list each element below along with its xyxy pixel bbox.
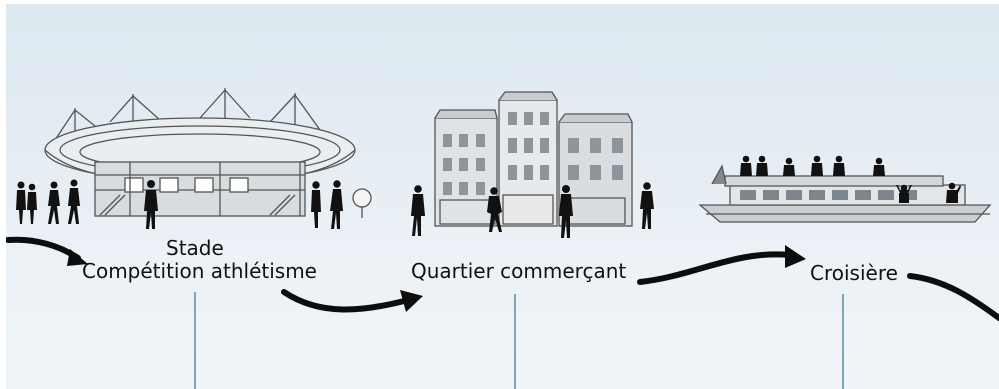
buildings-icon	[434, 91, 633, 227]
frame-border-left	[0, 0, 6, 389]
stop-title-croisiere: Croisière	[810, 261, 898, 285]
stadium-icon	[44, 88, 372, 218]
people-silhouettes-icon	[16, 155, 961, 238]
stop-subtitle-stade: Compétition athlétisme	[82, 259, 317, 283]
frame-border-top	[0, 0, 999, 4]
arrow-icon	[5, 236, 999, 321]
stop-title-quartier: Quartier commerçant	[411, 259, 627, 283]
stop-title-stade: Stade	[166, 236, 224, 260]
